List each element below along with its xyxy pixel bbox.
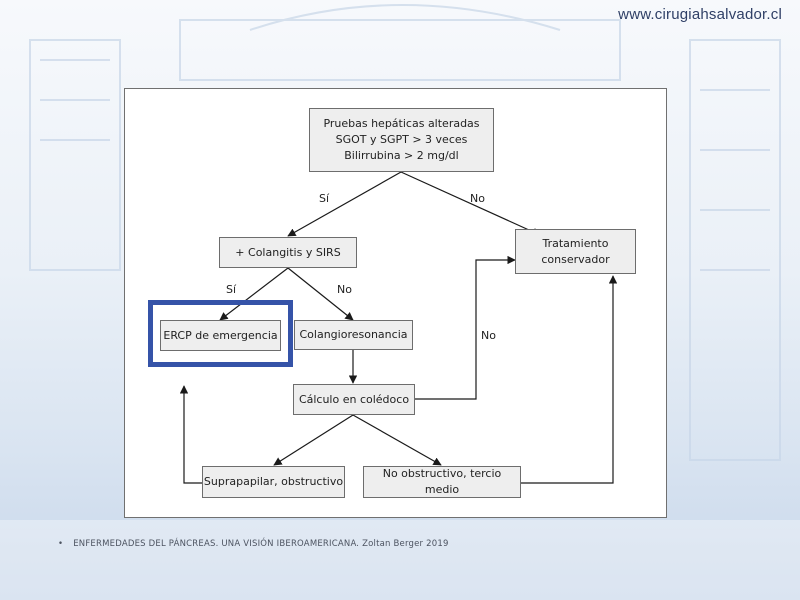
node-tratamiento-line1: Tratamiento <box>542 236 609 250</box>
node-tratamiento-conservador: Tratamiento conservador <box>515 229 636 274</box>
node-pruebas-line3: Bilirrubina > 2 mg/dl <box>344 149 459 162</box>
node-suprapapilar-obstructivo: Suprapapilar, obstructivo <box>202 466 345 498</box>
node-colangioresonancia: Colangioresonancia <box>294 320 413 350</box>
footer-bullet: • <box>58 539 64 549</box>
node-ercp-label: ERCP de emergencia <box>163 328 278 342</box>
node-pruebas-line2: SGOT y SGPT > 3 veces <box>335 133 468 146</box>
node-ercp-emergencia: ERCP de emergencia <box>160 320 281 351</box>
node-colangioresonancia-label: Colangioresonancia <box>299 328 408 341</box>
footer-citation-text: ENFERMEDADES DEL PÁNCREAS. UNA VISIÓN IB… <box>73 539 449 549</box>
node-colangitis-label: + Colangitis y SIRS <box>235 245 341 259</box>
website-url: www.cirugiahsalvador.cl <box>618 6 782 23</box>
node-colangitis-sirs: + Colangitis y SIRS <box>219 237 357 268</box>
node-calculo-label: Cálculo en colédoco <box>298 392 410 406</box>
node-calculo-coledoco: Cálculo en colédoco <box>293 384 415 415</box>
edge-label-colangitis-si: Sí <box>226 283 237 296</box>
footer-citation: • ENFERMEDADES DEL PÁNCREAS. UNA VISIÓN I… <box>58 539 449 549</box>
edge-label-start-si: Sí <box>319 192 330 205</box>
node-no-obstructivo: No obstructivo, tercio medio <box>363 466 521 498</box>
ercp-highlight-box <box>148 300 293 367</box>
node-pruebas-line1: Pruebas hepáticas alteradas <box>323 117 480 130</box>
node-no-obstructivo-label: No obstructivo, tercio medio <box>382 467 502 496</box>
edge-label-calculo-no: No <box>481 329 496 342</box>
node-suprapapilar-label: Suprapapilar, obstructivo <box>203 475 344 488</box>
node-pruebas-hepaticas: Pruebas hepáticas alteradas SGOT y SGPT … <box>309 108 494 172</box>
edge-label-colangitis-no: No <box>337 283 352 296</box>
node-tratamiento-line2: conservador <box>541 252 610 266</box>
edge-label-start-no: No <box>470 192 485 205</box>
